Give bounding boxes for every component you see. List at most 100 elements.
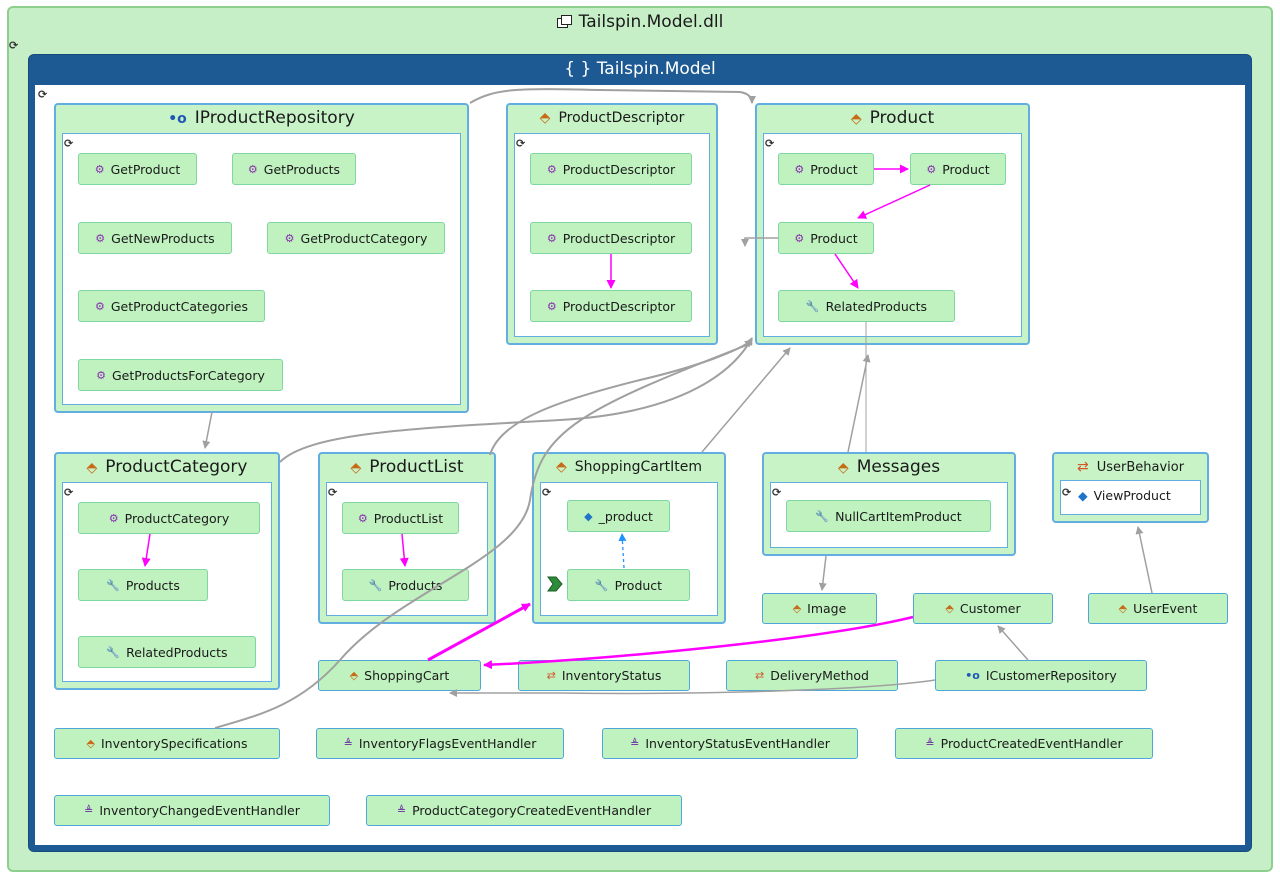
- method-icon: ⚙: [546, 299, 557, 313]
- member-getproductcategories[interactable]: ⚙GetProductCategories: [78, 290, 265, 322]
- class-icon: ⬘: [1118, 602, 1128, 615]
- member-getproducts[interactable]: ⚙GetProducts: [232, 153, 356, 185]
- refresh-icon[interactable]: ⟳: [64, 486, 74, 499]
- group-title: ⇄UserBehavior: [1076, 459, 1185, 475]
- type-productcategorycreatedeventhandler[interactable]: ≜ProductCategoryCreatedEventHandler: [366, 795, 682, 826]
- type-inventorystatuseventhandler[interactable]: ≜InventoryStatusEventHandler: [602, 728, 858, 759]
- refresh-icon[interactable]: ⟳: [516, 137, 526, 150]
- enum-icon: ⇄: [755, 669, 765, 682]
- namespace-title: { } Tailspin.Model: [564, 59, 716, 79]
- enum-icon: ⇄: [1076, 459, 1089, 475]
- refresh-icon[interactable]: ⟳: [328, 486, 338, 499]
- method-icon: ⚙: [794, 162, 805, 176]
- group-title: ⬘ShoppingCartItem: [556, 459, 702, 475]
- class-icon: ⬘: [539, 110, 551, 126]
- assembly-title: Tailspin.Model.dll: [578, 12, 724, 32]
- member-relatedproducts[interactable]: 🔧RelatedProducts: [778, 290, 955, 322]
- class-icon: ⬘: [837, 460, 849, 476]
- member-getproductcategory[interactable]: ⚙GetProductCategory: [267, 222, 445, 254]
- member-products[interactable]: 🔧Products: [342, 569, 469, 601]
- delegate-icon: ≜: [925, 737, 935, 750]
- method-icon: ⚙: [94, 162, 105, 176]
- member-getproduct[interactable]: ⚙GetProduct: [78, 153, 197, 185]
- member-productcategory[interactable]: ⚙ProductCategory: [78, 502, 260, 534]
- class-icon: ⬘: [349, 669, 359, 682]
- assembly-header: Tailspin.Model.dll: [9, 12, 1271, 32]
- method-icon: ⚙: [108, 511, 119, 525]
- type-inventoryspecifications[interactable]: ⬘InventorySpecifications: [54, 728, 280, 759]
- refresh-icon[interactable]: ⟳: [64, 137, 74, 150]
- group-body: [1060, 480, 1201, 515]
- group-title: ⬘ProductDescriptor: [539, 110, 685, 126]
- class-icon: ⬘: [86, 737, 95, 750]
- type-shoppingcart[interactable]: ⬘ShoppingCart: [318, 660, 481, 691]
- member-product[interactable]: ⚙Product: [778, 153, 874, 185]
- delegate-icon: ≜: [343, 737, 353, 750]
- type-inventoryflagseventhandler[interactable]: ≜InventoryFlagsEventHandler: [316, 728, 564, 759]
- method-icon: ⚙: [95, 299, 105, 313]
- member-product[interactable]: 🔧Product: [567, 569, 690, 601]
- enum-icon: ⇄: [546, 669, 556, 682]
- method-icon: ⚙: [926, 162, 937, 176]
- class-icon: ⬘: [850, 111, 862, 127]
- property-icon: 🔧: [594, 578, 609, 592]
- method-icon: ⚙: [794, 231, 805, 245]
- delegate-icon: ≜: [630, 737, 640, 750]
- member-product[interactable]: ⚙Product: [778, 222, 874, 254]
- group-userbehavior[interactable]: ⇄UserBehavior: [1052, 452, 1209, 523]
- method-icon: ⚙: [546, 231, 557, 245]
- property-icon: 🔧: [106, 645, 121, 659]
- refresh-icon[interactable]: ⟳: [38, 88, 48, 101]
- member-productdescriptor[interactable]: ⚙ProductDescriptor: [530, 222, 692, 254]
- delegate-icon: ≜: [396, 804, 407, 817]
- method-icon: ⚙: [284, 231, 295, 245]
- member-relatedproducts[interactable]: 🔧RelatedProducts: [78, 636, 256, 668]
- type-image[interactable]: ⬘Image: [762, 593, 877, 624]
- assembly-icon: [556, 15, 572, 28]
- member-getnewproducts[interactable]: ⚙GetNewProducts: [78, 222, 232, 254]
- type-inventorychangedeventhandler[interactable]: ≜InventoryChangedEventHandler: [54, 795, 330, 826]
- class-icon: ⬘: [792, 602, 802, 615]
- member-productdescriptor[interactable]: ⚙ProductDescriptor: [530, 153, 692, 185]
- member-product-field[interactable]: ◆_product: [567, 500, 670, 532]
- class-icon: ⬘: [86, 460, 98, 476]
- property-icon: 🔧: [106, 578, 120, 592]
- method-icon: ⚙: [357, 511, 368, 525]
- member-viewproduct[interactable]: ◆ViewProduct: [1078, 488, 1171, 503]
- member-products[interactable]: 🔧Products: [78, 569, 208, 601]
- member-nullcartitemproduct[interactable]: 🔧NullCartItemProduct: [786, 500, 991, 532]
- property-icon: 🔧: [368, 578, 383, 592]
- refresh-icon[interactable]: ⟳: [772, 486, 782, 499]
- member-productdescriptor[interactable]: ⚙ProductDescriptor: [530, 290, 692, 322]
- method-icon: ⚙: [546, 162, 557, 176]
- class-icon: ⬘: [945, 602, 954, 615]
- type-inventorystatus[interactable]: ⇄InventoryStatus: [518, 660, 690, 691]
- class-icon: ⬘: [350, 460, 362, 476]
- method-icon: ⚙: [247, 162, 258, 176]
- entry-point-icon: [547, 576, 563, 592]
- property-icon: 🔧: [815, 509, 830, 523]
- member-product[interactable]: ⚙Product: [910, 153, 1006, 185]
- refresh-icon[interactable]: ⟳: [765, 137, 775, 150]
- method-icon: ⚙: [95, 231, 106, 245]
- refresh-icon[interactable]: ⟳: [9, 39, 19, 52]
- method-icon: ⚙: [96, 368, 106, 382]
- field-icon: ◆: [584, 509, 593, 523]
- type-deliverymethod[interactable]: ⇄DeliveryMethod: [726, 660, 898, 691]
- interface-icon: •o: [168, 111, 187, 127]
- class-icon: ⬘: [556, 459, 567, 475]
- member-getproductsforcategory[interactable]: ⚙GetProductsForCategory: [78, 359, 283, 391]
- refresh-icon[interactable]: ⟳: [1062, 486, 1072, 499]
- delegate-icon: ≜: [84, 804, 94, 817]
- group-title: ⬘Messages: [837, 457, 941, 477]
- group-title: ⬘ProductList: [350, 457, 464, 477]
- type-productcreatedeventhandler[interactable]: ≜ProductCreatedEventHandler: [895, 728, 1153, 759]
- property-icon: 🔧: [805, 299, 820, 313]
- refresh-icon[interactable]: ⟳: [542, 486, 552, 499]
- type-userevent[interactable]: ⬘UserEvent: [1088, 593, 1228, 624]
- member-productlist[interactable]: ⚙ProductList: [342, 502, 459, 534]
- type-customer[interactable]: ⬘Customer: [913, 593, 1053, 624]
